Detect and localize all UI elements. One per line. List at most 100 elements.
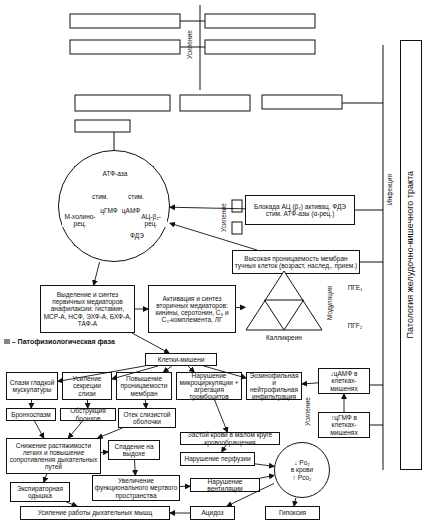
connector-arrow xyxy=(98,428,123,438)
node-text: АЦ-β₂-рец. xyxy=(135,213,167,227)
connector-arrow xyxy=(204,366,246,378)
triangle-inner xyxy=(265,300,304,330)
triangle-shape xyxy=(246,271,322,330)
annotation-label: Усиление xyxy=(220,195,232,240)
process-box: Спадение на выдохе xyxy=(108,440,160,460)
empty-box xyxy=(70,14,180,28)
node-text: в крови xyxy=(291,466,313,473)
node-text: Нарушение вентиляции xyxy=(192,478,258,492)
connector-arrow xyxy=(236,307,245,308)
connector-arrow xyxy=(31,400,32,408)
process-box: Гипоксия xyxy=(265,506,320,520)
process-box: Увеличение функционального мертвого прос… xyxy=(92,475,180,501)
node-text: стим. xyxy=(125,193,147,200)
node-text: Калликреин xyxy=(266,334,302,341)
connector-arrow xyxy=(302,383,318,384)
process-box: ↓цАМФ в клетках-мишенях xyxy=(318,368,370,394)
process-box: Застой крови в малом круге кровообращени… xyxy=(180,432,280,445)
process-box: Нарушение перфузии xyxy=(180,452,255,466)
node-text: Увеличение функционального мертвого прос… xyxy=(94,477,178,498)
empty-box xyxy=(180,95,250,111)
process-box: Блокада АЦ (β₂) активац. ФДЭ стим. АТФ-а… xyxy=(245,195,355,225)
empty-box xyxy=(75,95,170,111)
node-text: М-холино-рец. xyxy=(62,213,98,227)
process-box: Выделение и синтез первичных медиаторов … xyxy=(40,285,135,333)
annotation-label: ФДЭ xyxy=(122,232,152,240)
connector-arrow xyxy=(222,445,226,452)
annotation-label: АТФ-аза xyxy=(100,170,130,178)
connector-arrow xyxy=(132,333,169,353)
process-box: Эозинофильная и нейтрофильная инфильтрац… xyxy=(246,372,302,400)
empty-box xyxy=(75,120,130,132)
node-text: стим. xyxy=(89,193,111,200)
small-box xyxy=(232,222,242,234)
process-box: Усиление работы дыхательных мышц xyxy=(20,506,170,520)
node-text: Застой крови в малом круге кровообращени… xyxy=(182,431,278,445)
process-box: Нарушение вентиляции xyxy=(190,478,260,492)
connector-arrow xyxy=(134,460,136,475)
node-text: Нарушение перфузии xyxy=(184,455,250,462)
empty-box xyxy=(205,40,315,54)
connector-arrow xyxy=(145,400,147,408)
connector-arrow xyxy=(135,309,148,310)
node-text: Отек слизистой оболочки xyxy=(120,411,174,425)
node-text: Спадение на выдохе xyxy=(110,443,158,457)
node-text: Спазм гладкой мускулатуры xyxy=(8,379,56,393)
node-text: Экспираторная одышка xyxy=(12,485,68,499)
node-text: Патология желудочно-кишечного тракта xyxy=(406,171,416,338)
process-box: Спазм гладкой мускулатуры xyxy=(6,372,58,400)
empty-box xyxy=(70,40,180,54)
annotation-label: Модуляция xyxy=(326,280,338,325)
node-text: цГМФ xyxy=(97,207,121,214)
node-text: Бронхоспазм xyxy=(11,411,51,418)
node-text: ↓ Po₂ xyxy=(294,459,310,466)
connector-arrow xyxy=(170,223,257,250)
bracket-line xyxy=(180,21,205,22)
process-box: Высокая проницаемость мембран тучных кле… xyxy=(232,250,360,274)
empty-box xyxy=(205,14,315,28)
connector-arrow xyxy=(294,498,296,506)
process-box: Нарушение микроциркуляции + агрегация тр… xyxy=(176,372,242,400)
node-text: Усиление работы дыхательных мышц xyxy=(38,509,153,516)
process-box: Обструкция бронхов xyxy=(60,408,116,421)
process-box: ↑цГМФ в клетках-мишенях xyxy=(318,412,370,438)
connector-arrow xyxy=(260,475,274,478)
annotation-label: Усиление xyxy=(304,392,316,432)
node-text: ↓цАМФ в клетках-мишенях xyxy=(320,370,368,391)
wire xyxy=(360,262,383,263)
node-text: Нарушение микроциркуляции + агрегация тр… xyxy=(178,372,240,400)
process-box: Ацидоз xyxy=(190,506,235,520)
node-text: Высокая проницаемость мембран тучных кле… xyxy=(234,255,358,269)
circle-node: М-холино-рец.стим.цГМФцАМФстим.АЦ-β₂-рец… xyxy=(58,150,170,262)
node-text: Усиление секреции слизи xyxy=(64,375,110,396)
node-text: Клетки-мишени xyxy=(158,356,205,363)
wire xyxy=(342,103,383,104)
annotation-label: ПГЕ₁ xyxy=(340,284,370,292)
connector-arrow xyxy=(255,464,274,466)
connector-arrow xyxy=(180,486,190,487)
connector-arrow xyxy=(58,366,145,381)
connector-arrow xyxy=(188,366,194,372)
connector-arrow xyxy=(227,483,274,506)
process-box: Экспираторная одышка xyxy=(10,482,70,502)
node-text: Эозинофильная и нейтрофильная инфильтрац… xyxy=(248,372,300,400)
node-text: Ацидоз xyxy=(201,509,223,516)
connector-arrow xyxy=(66,502,76,506)
annotation-label: ПГF₂ xyxy=(340,322,370,330)
connector-arrow xyxy=(94,262,100,285)
process-box: Усиление секреции слизи xyxy=(62,372,112,400)
triangle-node: Калликреин xyxy=(245,270,323,342)
side-band: Патология желудочно-кишечного тракта xyxy=(400,40,422,470)
node-text: Обструкция бронхов xyxy=(62,407,114,421)
annotation-label: Усиление xyxy=(186,20,198,70)
connector-arrow xyxy=(68,421,82,438)
connector-arrow xyxy=(344,394,345,412)
triangle-outline xyxy=(245,270,323,342)
small-box xyxy=(232,200,242,212)
node-text: Активация и синтез вторичных медиаторов:… xyxy=(150,295,234,323)
annotation-label: III – Патофизиологическая фаза xyxy=(4,338,139,347)
circle-node: ↓ Po₂в крови↑ Pco₂ xyxy=(274,442,330,498)
process-box: Отек слизистой оболочки xyxy=(118,408,176,428)
connector-arrow xyxy=(112,366,158,379)
